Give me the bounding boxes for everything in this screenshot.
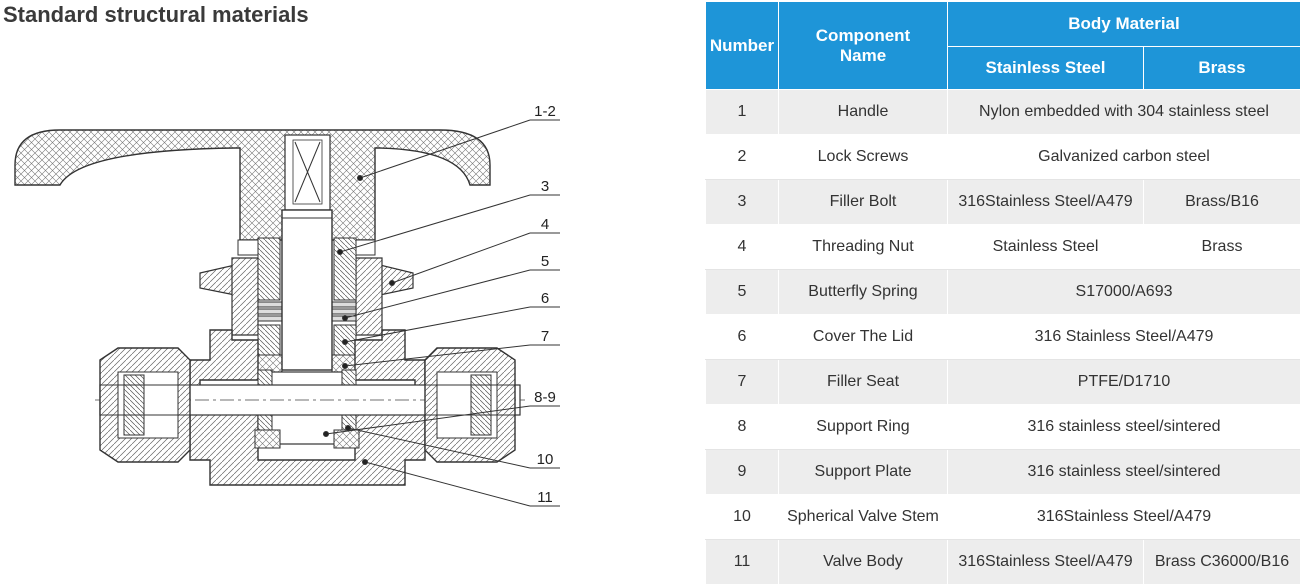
callout-label: 11 (537, 489, 553, 506)
cell-body-material: Galvanized carbon steel (948, 135, 1300, 180)
threading-nut-shape (200, 265, 235, 295)
cell-stainless-steel: 316Stainless Steel/A479 (948, 180, 1144, 225)
cell-number: 6 (706, 315, 779, 360)
cell-component-name: Cover The Lid (779, 315, 948, 360)
page-title: Standard structural materials (3, 2, 309, 28)
cell-number: 1 (706, 90, 779, 135)
callout-label: 6 (541, 290, 549, 307)
cell-number: 3 (706, 180, 779, 225)
cell-component-name: Filler Bolt (779, 180, 948, 225)
cell-number: 2 (706, 135, 779, 180)
cell-number: 9 (706, 450, 779, 495)
cell-body-material: 316 Stainless Steel/A479 (948, 315, 1300, 360)
cell-component-name: Support Plate (779, 450, 948, 495)
valve-cross-section-diagram: 1-2 3 4 5 6 7 8-9 10 11 (0, 90, 580, 530)
cell-number: 5 (706, 270, 779, 315)
callout-label: 8-9 (534, 389, 556, 406)
header-brass: Brass (1144, 47, 1300, 90)
header-stainless-steel: Stainless Steel (948, 47, 1144, 90)
cell-component-name: Filler Seat (779, 360, 948, 405)
header-component-name: Component Name (779, 2, 948, 90)
header-body-material: Body Material (948, 2, 1300, 47)
handle-shape (15, 130, 490, 240)
cell-body-material: 316Stainless Steel/A479 (948, 495, 1300, 540)
cell-body-material: S17000/A693 (948, 270, 1300, 315)
materials-table: Number Component Name Body Material Stai… (705, 1, 1300, 585)
cell-component-name: Lock Screws (779, 135, 948, 180)
callout-label: 5 (541, 253, 549, 270)
cell-number: 7 (706, 360, 779, 405)
cell-component-name: Butterfly Spring (779, 270, 948, 315)
cell-component-name: Valve Body (779, 540, 948, 585)
cell-component-name: Threading Nut (779, 225, 948, 270)
cell-component-name: Support Ring (779, 405, 948, 450)
cell-component-name: Handle (779, 90, 948, 135)
cell-brass: Brass C36000/B16 (1144, 540, 1300, 585)
callout-label: 7 (541, 328, 549, 345)
header-component-line2: Name (840, 46, 886, 65)
cell-stainless-steel: Stainless Steel (948, 225, 1144, 270)
callout-label: 4 (541, 216, 549, 233)
cell-number: 10 (706, 495, 779, 540)
cell-number: 11 (706, 540, 779, 585)
callout-label: 1-2 (534, 103, 556, 120)
valve-stem-shape (282, 210, 332, 370)
cell-number: 4 (706, 225, 779, 270)
cell-component-name: Spherical Valve Stem (779, 495, 948, 540)
header-number: Number (706, 2, 779, 90)
cell-body-material: 316 stainless steel/sintered (948, 405, 1300, 450)
callout-label: 10 (537, 451, 554, 468)
cell-body-material: Nylon embedded with 304 stainless steel (948, 90, 1300, 135)
cell-number: 8 (706, 405, 779, 450)
cell-brass: Brass (1144, 225, 1300, 270)
header-component-line1: Component (816, 26, 910, 45)
cell-brass: Brass/B16 (1144, 180, 1300, 225)
cell-body-material: PTFE/D1710 (948, 360, 1300, 405)
cell-body-material: 316 stainless steel/sintered (948, 450, 1300, 495)
callout-label: 3 (541, 178, 549, 195)
cell-stainless-steel: 316Stainless Steel/A479 (948, 540, 1144, 585)
